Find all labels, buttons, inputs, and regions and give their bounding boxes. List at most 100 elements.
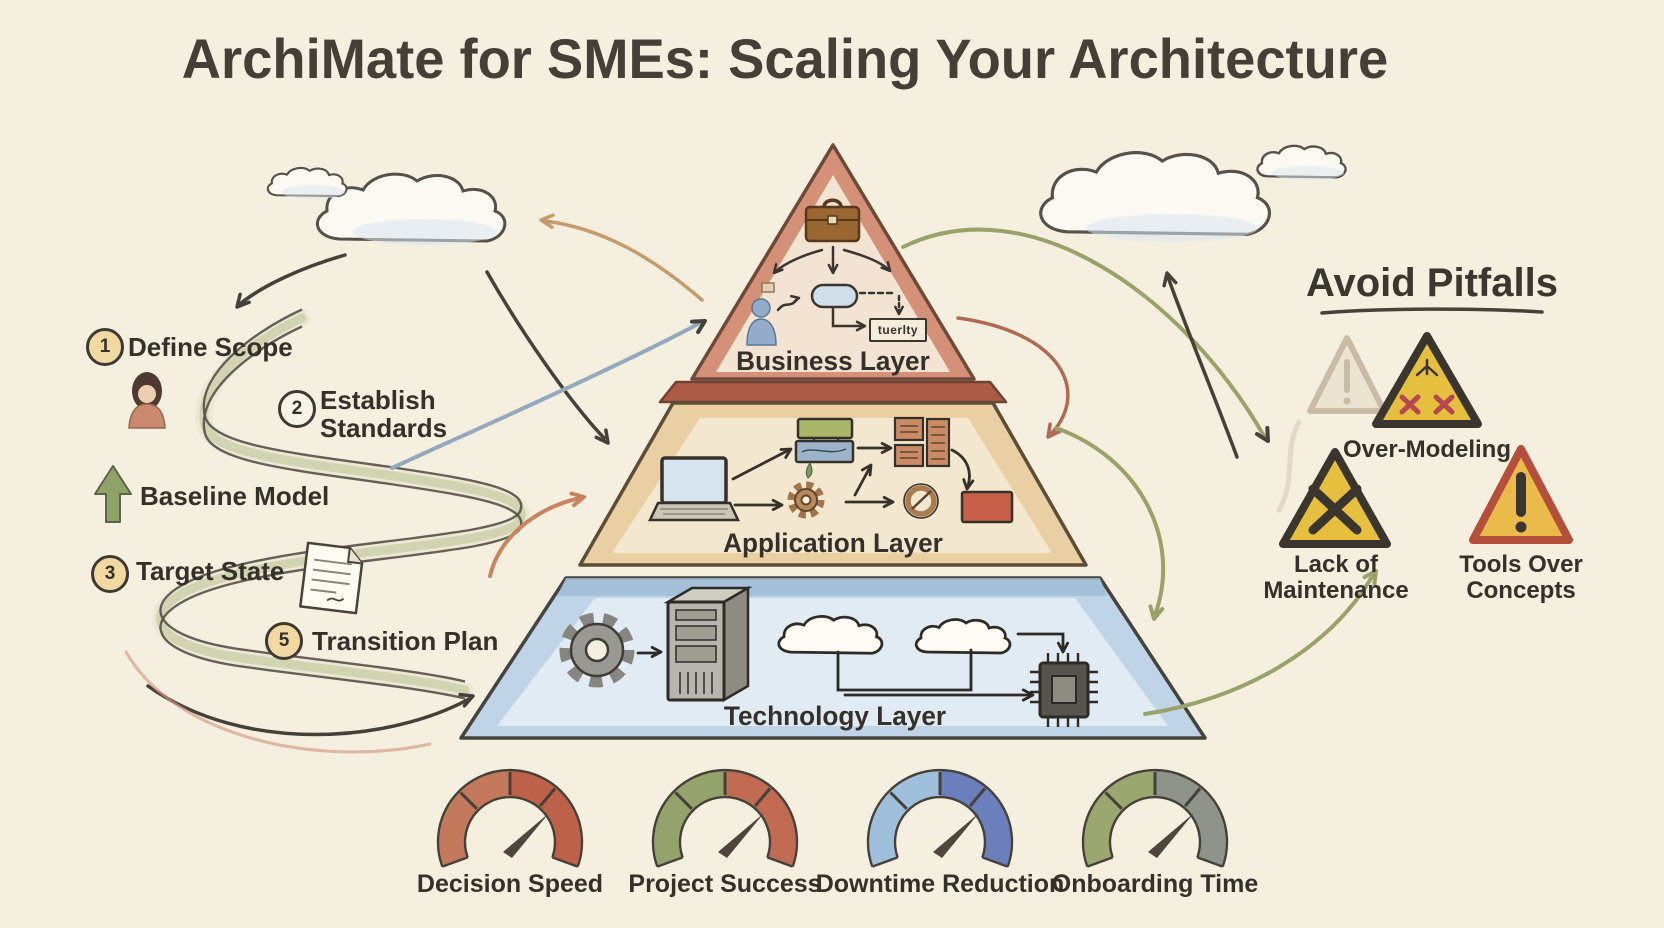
gauge-label-onboarding-time: Onboarding Time	[1051, 870, 1259, 898]
step-label-transition-plan: Transition Plan	[312, 626, 499, 656]
step-badge-2: 2	[278, 390, 316, 428]
step-label-target-state: Target State	[136, 556, 285, 586]
application-connector-arrows	[731, 441, 975, 512]
technology-connector-arrows	[636, 632, 1070, 702]
cloud-icon	[1039, 151, 1272, 242]
arrow-cloud-to-road-head	[235, 292, 251, 309]
faint-warning-triangle-icon	[1275, 335, 1387, 514]
step-badge-1: 1	[86, 328, 124, 366]
arrow-to-application-left-head	[569, 491, 586, 508]
arrow-head	[789, 294, 801, 305]
arrow-pyramid-to-cloud-left-head	[539, 213, 555, 229]
gauge-project-success	[651, 768, 799, 868]
pitfalls-underline	[1320, 307, 1544, 315]
arrow-head	[880, 260, 892, 273]
arrow-down-to-application-right	[956, 316, 1070, 435]
arrow-head	[880, 441, 893, 455]
arrow-technology-to-pitfalls-head	[1362, 569, 1378, 586]
arrow-head	[860, 463, 873, 477]
arrow-down-to-application-right-head	[1046, 422, 1062, 439]
arrow-red-companion-stroke	[124, 650, 432, 754]
application-layer-label: Application Layer	[723, 528, 943, 558]
arrow-head	[827, 263, 839, 275]
step-badge-5: 5	[265, 622, 303, 660]
business-layer-label: Business Layer	[736, 346, 930, 376]
arrow-head	[772, 262, 784, 275]
step-badge-3: 3	[91, 555, 129, 593]
arrow-road-to-business-head	[690, 319, 707, 335]
gauge-label-downtime-reduction: Downtime Reduction	[815, 870, 1065, 898]
business-service-box: tuerlty	[869, 318, 927, 342]
arrow-down-pyramid-right	[1054, 426, 1165, 617]
arrow-head	[1021, 688, 1035, 702]
gauge-onboarding-time	[1081, 768, 1229, 868]
arrow-road-to-technology	[146, 684, 471, 737]
page-title: ArchiMate for SMEs: Scaling Your Archite…	[181, 27, 1389, 90]
gauge-needle	[718, 813, 764, 858]
winding-road	[152, 308, 530, 700]
arrow-head	[882, 495, 895, 509]
warning-triangle-x-icon	[1279, 448, 1391, 548]
cloud-icon	[315, 172, 507, 245]
gear-icon	[787, 461, 825, 519]
step-label-establish-standards: Establish Standards	[320, 385, 448, 443]
module-box	[960, 490, 1014, 524]
gauge-needle	[1148, 813, 1194, 858]
arrow-cloud-to-application	[485, 270, 606, 440]
cloud-icon	[1256, 144, 1347, 180]
technology-layer-label: Technology Layer	[723, 701, 947, 731]
arrow-head	[855, 320, 867, 332]
document-stack-icons	[893, 416, 951, 468]
gauge-label-decision-speed: Decision Speed	[416, 870, 604, 898]
arrow-road-to-business	[390, 321, 702, 470]
sync-ring-icon	[903, 483, 939, 519]
component-boxes	[794, 417, 855, 464]
pitfall-label-over-modeling: Over-Modeling	[1342, 436, 1511, 463]
arrow-business-to-pitfalls-head	[1254, 426, 1270, 443]
arrow-technology-to-pitfalls	[1143, 573, 1375, 716]
arrow-cloud-to-road	[238, 253, 347, 306]
small-note-box	[761, 282, 775, 293]
document-icon	[299, 541, 364, 615]
gauge-decision-speed	[436, 768, 584, 868]
arrow-business-to-pitfalls	[901, 227, 1266, 438]
warning-triangle-xx-icon	[1372, 332, 1482, 428]
actor-icon	[746, 298, 777, 346]
arrow-down-pyramid-right-head	[1148, 604, 1165, 621]
arrow-cloud-to-application-head	[594, 428, 610, 445]
arrow-head	[962, 478, 975, 491]
chip-icon	[1030, 653, 1098, 727]
briefcase-icon	[804, 198, 861, 243]
arrow-head	[779, 447, 793, 459]
gear-icon	[559, 612, 635, 688]
arrow-head	[771, 498, 784, 512]
arrow-head	[650, 645, 663, 659]
arrow-up-to-cloud-right-head	[1162, 271, 1178, 288]
pitfall-label-tools-over-concepts: Tools Over Concepts	[1459, 551, 1583, 604]
arrow-up-to-cloud-right	[1166, 275, 1239, 459]
woman-icon	[128, 372, 166, 429]
arrow-road-to-technology-head	[458, 692, 475, 708]
step-label-baseline-model: Baseline Model	[140, 481, 330, 511]
flow-arrows	[124, 213, 1378, 754]
process-icon	[810, 283, 859, 309]
cloud-icon	[266, 166, 348, 199]
arrow-head	[1056, 641, 1070, 654]
arrow-pyramid-to-cloud-left	[543, 219, 704, 302]
gauge-label-project-success: Project Success	[628, 870, 822, 898]
gauge-needle	[503, 813, 549, 858]
server-icon	[663, 585, 753, 703]
spark-icon	[805, 461, 813, 479]
business-connector-arrows	[772, 245, 904, 332]
pitfall-label-lack-of-maintenance: Lack of Maintenance	[1263, 551, 1409, 604]
gauge-downtime-reduction	[866, 768, 1014, 868]
step-label-define-scope: Define Scope	[128, 332, 293, 362]
warning-triangle-exclamation-icon	[1469, 445, 1573, 544]
green-up-arrow-icon	[94, 465, 132, 523]
arrow-head	[894, 305, 904, 316]
arrow-to-application-left	[488, 496, 582, 578]
pitfalls-heading: Avoid Pitfalls	[1306, 261, 1558, 305]
laptop-icon	[648, 456, 740, 522]
